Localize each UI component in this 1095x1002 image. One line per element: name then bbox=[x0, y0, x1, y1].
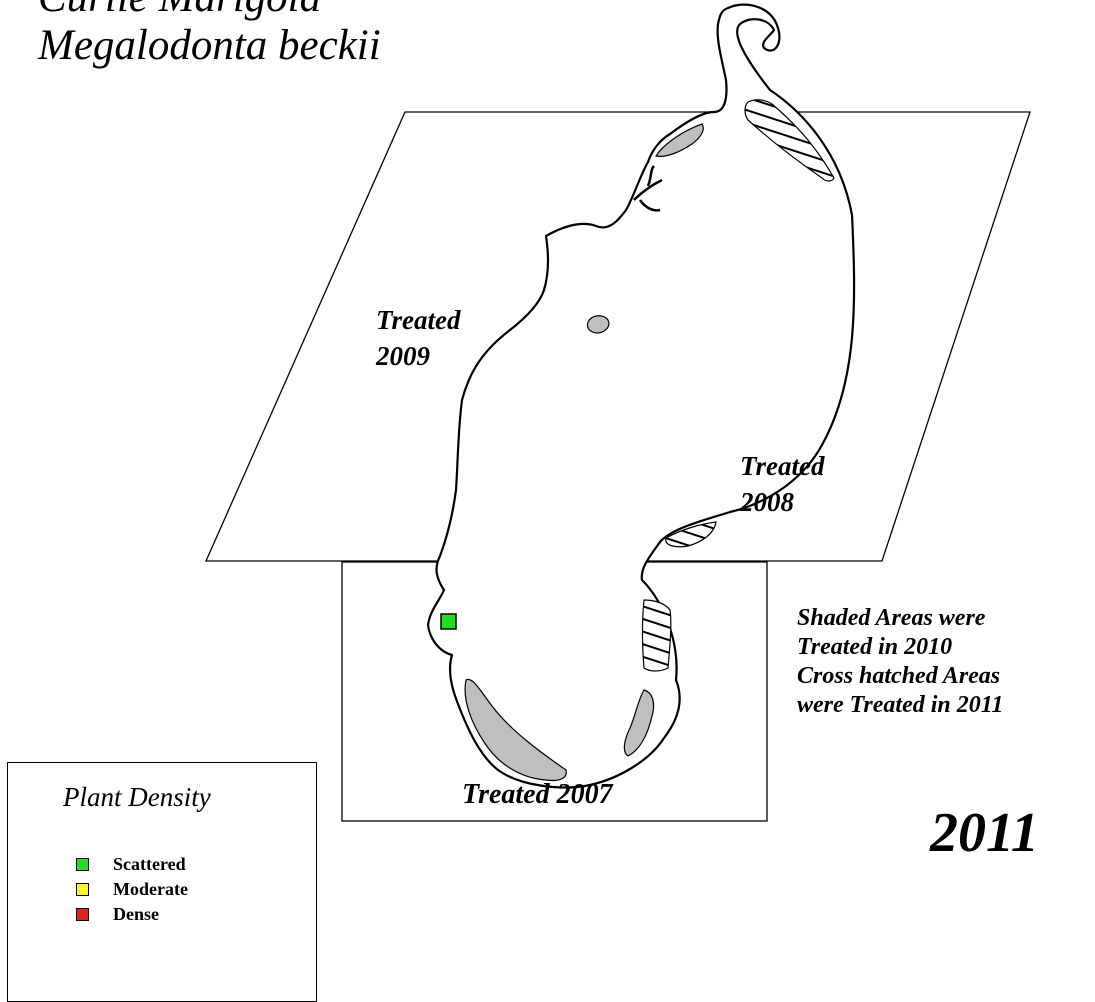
legend-item-moderate: Moderate bbox=[76, 879, 188, 900]
legend: Plant Density Scattered Moderate Dense bbox=[7, 762, 317, 1002]
shaded-area-center bbox=[586, 315, 610, 334]
creek-inlet bbox=[633, 165, 663, 212]
legend-swatch-moderate bbox=[76, 883, 89, 896]
hatched-area-northeast bbox=[744, 99, 835, 182]
shaded-area-north bbox=[655, 123, 704, 157]
lake-outline bbox=[426, 3, 856, 789]
map-title-line1: Curlie Marigold bbox=[38, 0, 321, 19]
legend-swatch-dense bbox=[76, 908, 89, 921]
note-line-3: Cross hatched Areas bbox=[797, 663, 1001, 689]
zone-label-2008-line2: 2008 bbox=[740, 487, 794, 517]
zone-label-2008-line1: Treated bbox=[740, 451, 825, 481]
treatment-note: Shaded Areas were Treated in 2010 Cross … bbox=[797, 604, 1003, 720]
zone-label-2008: Treated 2008 bbox=[740, 448, 824, 520]
legend-title: Plant Density bbox=[63, 782, 211, 812]
zone-label-2007: Treated 2007 bbox=[462, 779, 613, 810]
hatched-area-east bbox=[665, 521, 717, 548]
note-line-2: Treated in 2010 bbox=[797, 634, 953, 660]
zone-label-2009: Treated 2009 bbox=[376, 302, 460, 374]
note-line-1: Shaded Areas were bbox=[797, 605, 986, 631]
legend-label-moderate: Moderate bbox=[113, 879, 188, 899]
legend-item-scattered: Scattered bbox=[76, 854, 186, 875]
zone-label-2009-line2: 2009 bbox=[376, 341, 430, 371]
shaded-area-southeast bbox=[623, 689, 655, 757]
map-year: 2011 bbox=[930, 802, 1039, 864]
legend-label-scattered: Scattered bbox=[113, 854, 186, 874]
legend-label-dense: Dense bbox=[113, 904, 159, 924]
shaded-area-southwest bbox=[464, 678, 567, 782]
lake-map bbox=[205, 3, 1031, 822]
scattered-plant-marker bbox=[440, 613, 457, 630]
legend-swatch-scattered bbox=[76, 858, 89, 871]
zone-label-2009-line1: Treated bbox=[376, 305, 461, 335]
legend-item-dense: Dense bbox=[76, 904, 159, 925]
hatched-area-southeast bbox=[641, 599, 672, 672]
map-title-line2: Megalodonta beckii bbox=[38, 22, 381, 69]
note-line-4: were Treated in 2011 bbox=[797, 692, 1004, 718]
